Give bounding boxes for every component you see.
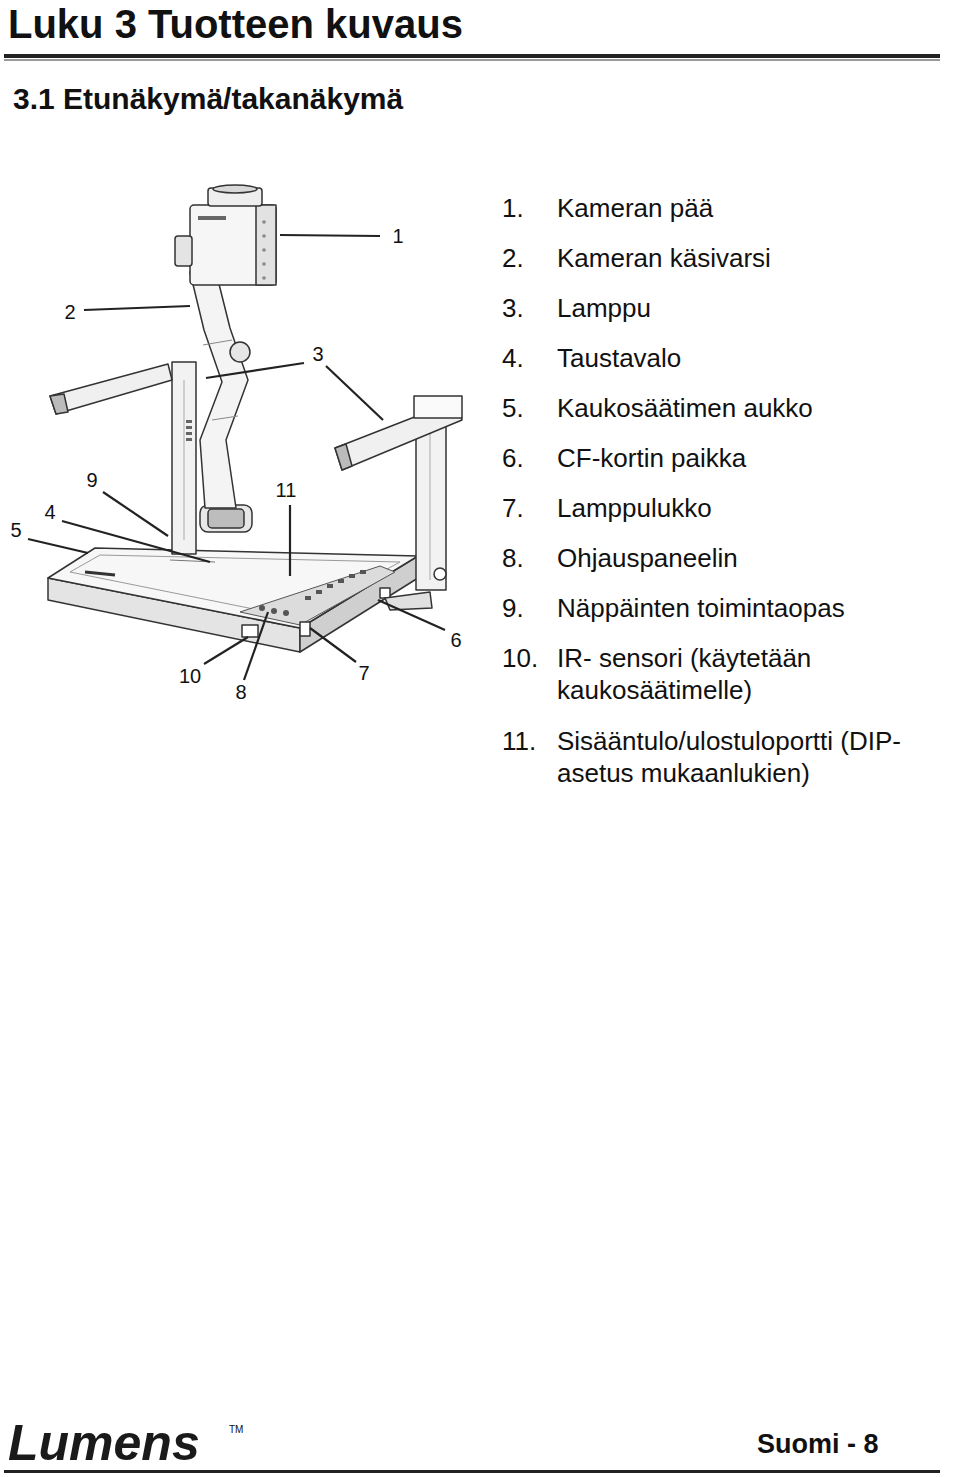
callout-number: 6 bbox=[450, 629, 461, 652]
callout-number: 11 bbox=[276, 479, 297, 502]
list-number: 3. bbox=[502, 292, 524, 324]
list-item: Lamppu bbox=[557, 292, 651, 324]
list-number: 8. bbox=[502, 542, 524, 574]
list-item: Kameran käsivarsi bbox=[557, 242, 771, 274]
list-number: 11. bbox=[502, 725, 536, 757]
list-item: Ohjauspaneelin bbox=[557, 542, 738, 574]
list-number: 2. bbox=[502, 242, 524, 274]
callout-number: 7 bbox=[358, 662, 369, 685]
document-camera bbox=[48, 185, 462, 652]
list-number: 10. bbox=[502, 642, 538, 674]
section-heading: 3.1 Etunäkymä/takanäkymä bbox=[13, 82, 403, 117]
callout-number: 9 bbox=[86, 469, 97, 492]
list-number: 5. bbox=[502, 392, 524, 424]
list-item: Näppäinten toimintaopas bbox=[557, 592, 845, 624]
title-rule-shade bbox=[4, 59, 940, 61]
callout-number: 3 bbox=[312, 343, 323, 366]
title-rule bbox=[4, 54, 940, 58]
callout-number: 5 bbox=[10, 519, 21, 542]
list-item: Lamppulukko bbox=[557, 492, 712, 524]
page-number: Suomi - 8 bbox=[757, 1429, 879, 1460]
list-item: Taustavalo bbox=[557, 342, 681, 374]
list-item: Kameran pää bbox=[557, 192, 713, 224]
list-number: 6. bbox=[502, 442, 524, 474]
leader-lines bbox=[28, 235, 445, 680]
callout-number: 1 bbox=[392, 225, 403, 248]
list-number: 4. bbox=[502, 342, 524, 374]
chapter-title: Luku 3 Tuotteen kuvaus bbox=[8, 1, 463, 47]
list-number: 9. bbox=[502, 592, 524, 624]
list-item: CF-kortin paikka bbox=[557, 442, 746, 474]
list-number: 7. bbox=[502, 492, 524, 524]
callout-number: 4 bbox=[44, 501, 55, 524]
trademark: TM bbox=[229, 1424, 243, 1436]
list-number: 1. bbox=[502, 192, 524, 224]
list-item: Sisääntulo/ulostuloportti (DIP-asetus mu… bbox=[557, 725, 927, 789]
list-item: IR- sensori (käytetään kaukosäätimelle) bbox=[557, 642, 927, 706]
callout-number: 8 bbox=[235, 681, 246, 704]
list-item: Kaukosäätimen aukko bbox=[557, 392, 813, 424]
brand-logo: Lumens bbox=[8, 1415, 200, 1473]
callout-number: 10 bbox=[179, 665, 201, 688]
callout-number: 2 bbox=[64, 301, 75, 324]
